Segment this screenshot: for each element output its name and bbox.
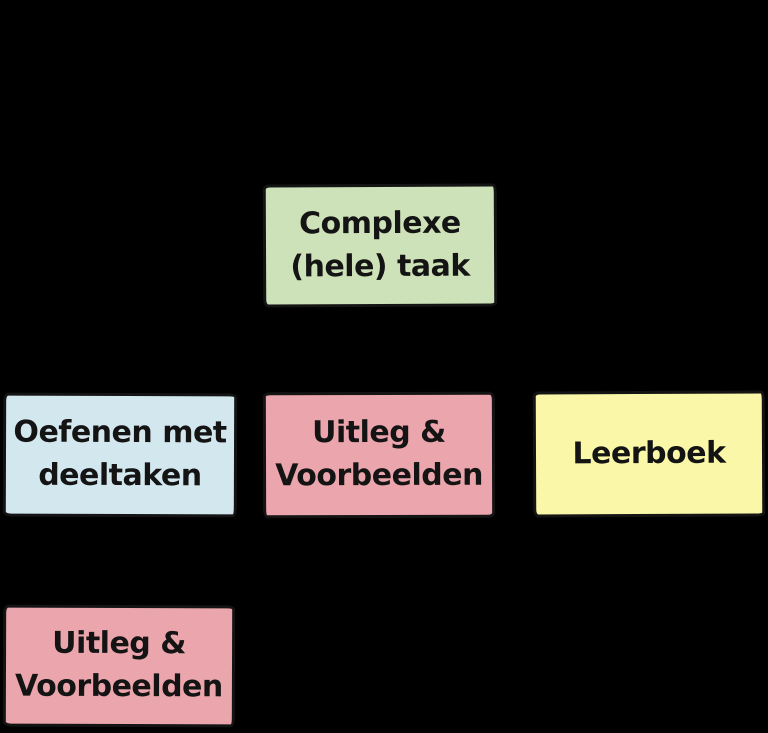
node-oefenen-met-deeltaken: Oefenen met deeltaken	[2, 392, 238, 518]
node-label-line: Complexe	[298, 205, 461, 242]
node-label-line: Voorbeelden	[14, 668, 223, 705]
node-label-line: Voorbeelden	[275, 457, 483, 494]
node-label-line: Oefenen met	[13, 415, 227, 451]
node-leerboek: Leerboek	[532, 390, 766, 518]
node-label-line: deeltaken	[38, 457, 202, 494]
node-label-line: Uitleg &	[52, 626, 186, 662]
node-label-line: Leerboek	[572, 435, 726, 472]
node-label-line: (hele) taak	[290, 248, 470, 284]
node-label-line: Uitleg &	[312, 415, 446, 451]
node-complexe-hele-taak: Complexe (hele) taak	[262, 183, 498, 308]
node-uitleg-voorbeelden-midden: Uitleg & Voorbeelden	[262, 391, 496, 519]
node-uitleg-voorbeelden-onder: Uitleg & Voorbeelden	[2, 604, 236, 728]
